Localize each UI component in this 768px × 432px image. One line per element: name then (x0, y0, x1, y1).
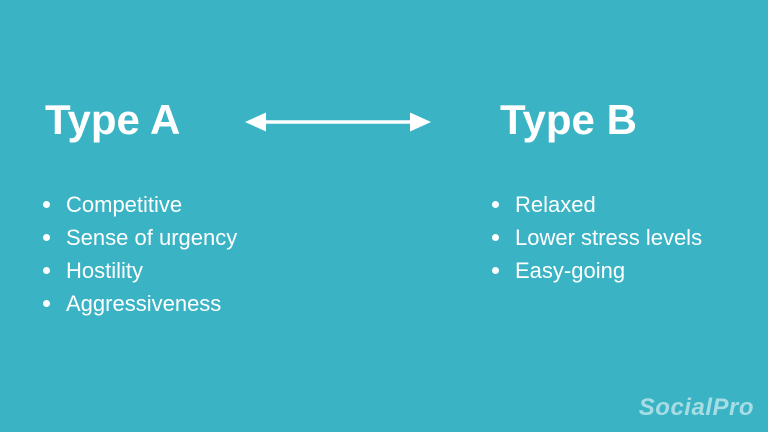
list-item: Competitive (40, 188, 237, 221)
socialpro-watermark: SocialPro (638, 394, 754, 421)
list-item: Aggressiveness (40, 287, 237, 320)
list-item: Relaxed (489, 188, 702, 221)
type-a-trait-list: Competitive Sense of urgency Hostility A… (40, 188, 237, 320)
list-item: Hostility (40, 254, 237, 287)
list-item: Sense of urgency (40, 221, 237, 254)
type-a-heading: Type A (45, 96, 181, 143)
type-b-trait-list: Relaxed Lower stress levels Easy-going (489, 188, 702, 287)
list-item: Lower stress levels (489, 221, 702, 254)
double-arrow-icon (243, 109, 433, 140)
list-item: Easy-going (489, 254, 702, 287)
type-b-heading: Type B (500, 96, 637, 143)
